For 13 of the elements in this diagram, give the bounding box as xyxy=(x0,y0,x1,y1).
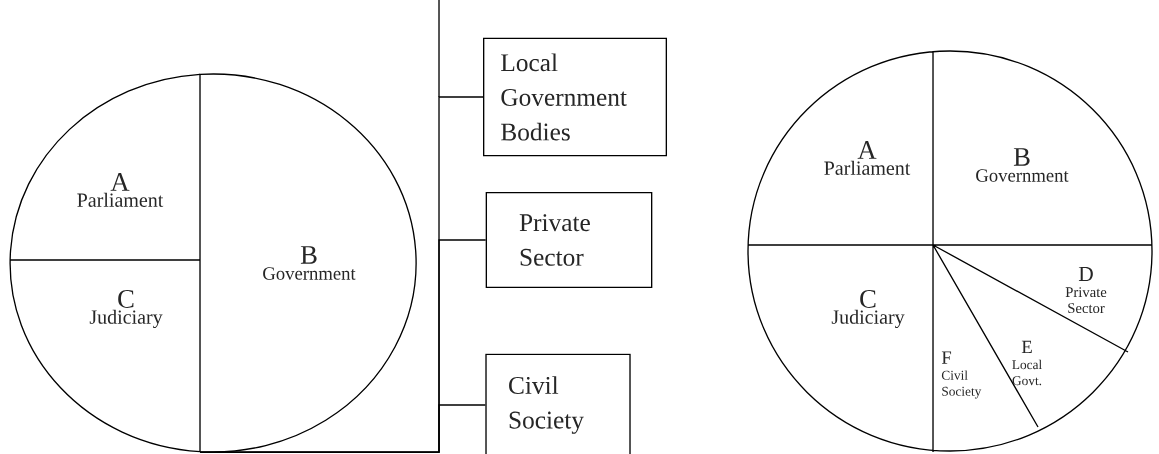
segment-label: A Parliament xyxy=(77,173,164,207)
segment-label: A Parliament xyxy=(824,141,911,175)
text-box: Civil Society xyxy=(485,353,631,454)
segment-label: C Judiciary xyxy=(831,290,905,328)
connector-line xyxy=(199,404,486,453)
segment-label: C Judiciary xyxy=(89,290,163,328)
segment-label: F Civil Society xyxy=(941,351,982,399)
segment-label: B Government xyxy=(263,246,356,280)
text-box: Private Sector xyxy=(485,192,653,288)
segment-label: E Local Govt. xyxy=(1012,340,1042,386)
segment-label: D Private Sector xyxy=(1065,266,1107,314)
text-box: Local Government Bodies xyxy=(483,37,667,157)
segment-label: B Government xyxy=(976,148,1069,182)
